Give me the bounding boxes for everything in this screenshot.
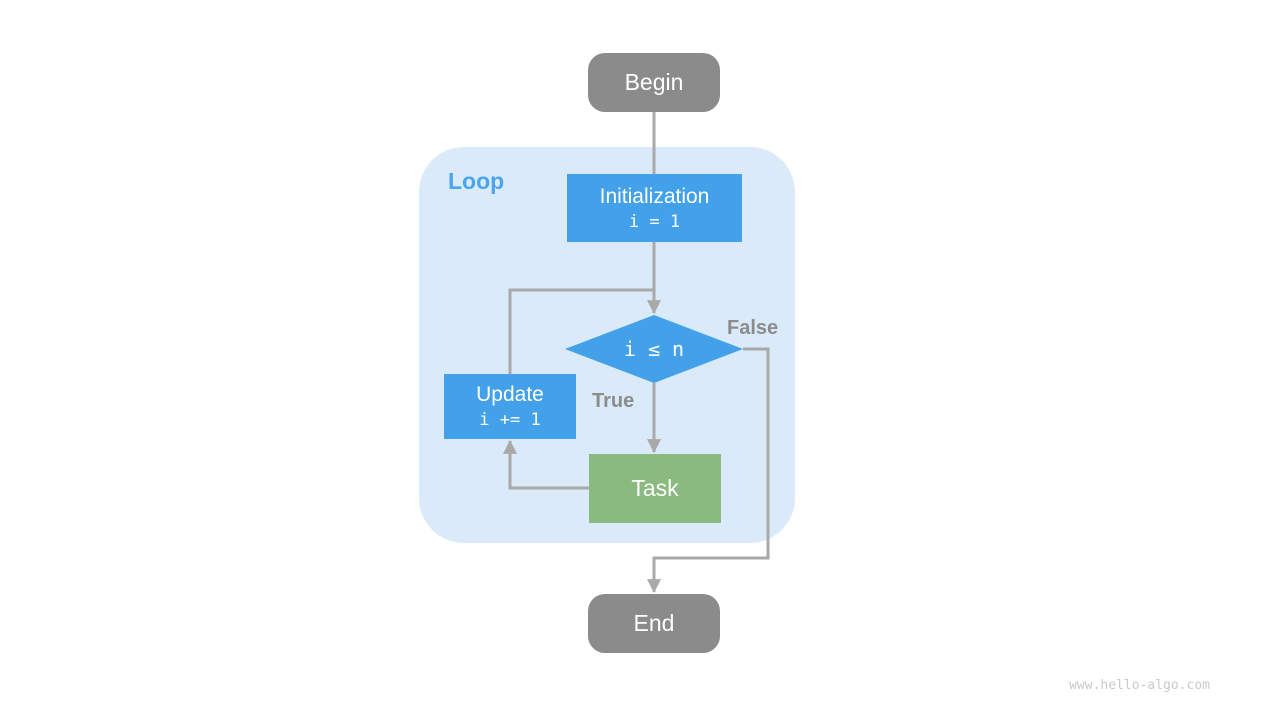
- node-begin: Begin: [588, 53, 720, 112]
- node-update-label: Update: [476, 383, 544, 406]
- node-update: Update i += 1: [444, 374, 576, 439]
- edge-task-to-update: [503, 439, 589, 490]
- node-condition-label: i ≤ n: [623, 337, 685, 361]
- watermark-text: www.hello-algo.com: [1069, 678, 1210, 693]
- node-end-label: End: [633, 610, 675, 636]
- node-end: End: [588, 594, 720, 653]
- edge-label-true: True: [592, 390, 635, 412]
- edge-update-to-condition: [508, 288, 654, 374]
- node-task: Task: [589, 454, 721, 523]
- node-initialization-code: i = 1: [628, 211, 681, 232]
- node-update-code: i += 1: [479, 410, 541, 430]
- edge-condition-to-end: [647, 347, 770, 594]
- node-initialization-label: Initialization: [599, 184, 710, 208]
- node-task-label: Task: [631, 475, 679, 501]
- node-initialization: Initialization i = 1: [567, 174, 742, 242]
- edge-label-false: False: [727, 317, 779, 339]
- loop-label: Loop: [448, 168, 505, 194]
- node-begin-label: Begin: [624, 69, 684, 95]
